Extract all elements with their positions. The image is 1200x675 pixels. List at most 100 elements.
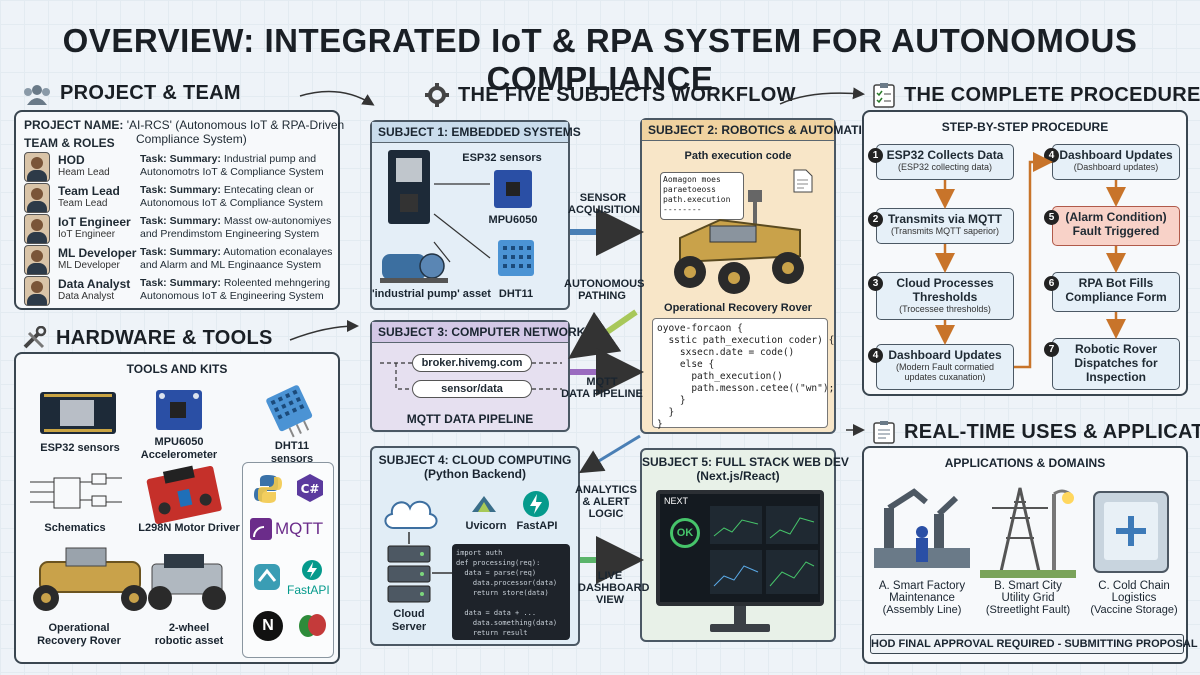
recovery-rover-icon xyxy=(674,190,804,294)
hardware-panel: TOOLS AND KITS ESP32 sensors MPU6050 Acc… xyxy=(14,352,340,664)
arrow-pathing-1: AUTONOMOUS xyxy=(564,278,645,290)
member-subrole: Team Lead xyxy=(58,198,108,209)
code-line: return store(data) xyxy=(456,589,549,597)
dht-label-1: DHT11 xyxy=(274,440,310,452)
member-role: ML Developer xyxy=(58,246,137,260)
industrial-pump-icon xyxy=(380,253,448,283)
server-label-1: Cloud xyxy=(393,608,425,620)
member-subrole: ML Developer xyxy=(58,260,120,271)
member-task: Task: Summary: Industrial pump and xyxy=(140,153,316,165)
l298n-driver-icon xyxy=(146,465,222,524)
member-task: Task: Summary: Entecating clean or xyxy=(140,184,314,196)
page-title: OVERVIEW: INTEGRATED IoT & RPA SYSTEM FO… xyxy=(62,22,1138,97)
member-role: Team Lead xyxy=(58,184,120,198)
member-role: Data Analyst xyxy=(58,277,131,291)
mqtt-logo-text: MQTT xyxy=(275,519,324,538)
rover-kit-icon xyxy=(33,547,147,611)
code-line: else { xyxy=(657,359,715,370)
subject-1-title: SUBJECT 1: EMBEDDED SYSTEMS xyxy=(372,122,581,143)
smart-factory-icon xyxy=(874,488,970,568)
mqtt-logo-icon xyxy=(250,518,272,540)
step-3-title-1: Cloud Processes xyxy=(896,276,994,290)
subject-2-box: SUBJECT 2: ROBOTICS & AUTOMATION Path ex… xyxy=(640,118,880,434)
theatre-masks-icon xyxy=(299,614,326,637)
member-task-label: Task: Summary: xyxy=(140,277,221,289)
rover-label-1: Operational xyxy=(48,622,110,634)
two-wheel-label-1: 2-wheel xyxy=(168,622,210,634)
workflow-header: THE FIVE SUBJECTS WORKFLOW xyxy=(424,82,796,108)
swift-logo-icon xyxy=(254,564,280,590)
step-4a-number: 4 xyxy=(868,348,883,363)
project-panel: PROJECT NAME: 'AI-RCS' (Autonomous IoT &… xyxy=(14,110,344,310)
bubble-line-4: -------- xyxy=(663,205,702,214)
step-2-desc: (Transmits MQTT saperior) xyxy=(890,226,999,236)
member-task-line-2: Autonomous IoT & Compliance System xyxy=(140,197,324,209)
app-title: B. Smart City xyxy=(994,580,1062,592)
cold-chain-icon xyxy=(1093,491,1169,573)
fastapi-label: FastAPI xyxy=(516,520,558,532)
s1-esp-label: ESP32 sensors xyxy=(462,152,542,164)
member-task-line-2: Autonomotrs IoT & Compliance System xyxy=(140,166,324,178)
hod-approval-footer: HOD FINAL APPROVAL REQUIRED - SUBMITTING… xyxy=(870,634,1198,654)
arrow-analytics-1: ANALYTICS xyxy=(575,484,637,496)
step-1-desc: (ESP32 collecting data) xyxy=(897,162,993,172)
arrow-mqtt-2: DATA PIPELINE xyxy=(561,388,643,400)
member-subrole: IoT Engineer xyxy=(58,229,116,240)
code-line: } xyxy=(657,407,675,418)
team-icon xyxy=(24,84,50,105)
smart-city-icon xyxy=(980,487,1076,578)
arrow-mqtt-1: MQTT xyxy=(586,376,618,388)
step-5-title-1: (Alarm Condition) xyxy=(1065,210,1167,224)
member-task-line-2: and Alarm and ML Enginaance System xyxy=(140,259,322,271)
path-code-block: oyove-forcaon { sstic path_execution cod… xyxy=(652,318,835,430)
member-task-label: Task: Summary: xyxy=(140,246,221,258)
app-subtitle: Utility Grid xyxy=(1001,592,1055,604)
uvicorn-label: Uvicorn xyxy=(465,520,507,532)
step-4a: Dashboard Updates(Modern Fault cormatied… xyxy=(876,344,1014,390)
member-task-line-1: Entecating clean or xyxy=(223,184,314,196)
status-ok-badge: OK xyxy=(670,518,700,548)
uvicorn-logo-icon xyxy=(472,496,496,512)
procedure-header-text: THE COMPLETE PROCEDURE xyxy=(904,83,1200,106)
procedure-subtitle: STEP-BY-STEP PROCEDURE xyxy=(941,120,1109,134)
avatar xyxy=(24,152,50,182)
esp32-module-icon xyxy=(388,150,430,224)
step-3-title-2: Thresholds xyxy=(912,290,978,304)
csharp-logo-icon: C# xyxy=(297,474,323,502)
code-line: import auth xyxy=(456,549,503,557)
s4-links xyxy=(408,532,452,574)
code-line: oyove-forcaon { xyxy=(657,323,743,334)
mqtt-topic-pill: sensor/data xyxy=(412,380,532,398)
procedure-arrows xyxy=(935,152,1126,369)
step-4a-title: Dashboard Updates xyxy=(888,348,1002,362)
mpu6050-board-icon xyxy=(156,390,202,430)
app-detail: (Streetlight Fault) xyxy=(985,604,1071,616)
arrow-dashboard-1: LIVE xyxy=(597,570,623,582)
s1-mpu-label: MPU6050 xyxy=(488,214,538,226)
subject-1-box: SUBJECT 1: EMBEDDED SYSTEMS ESP32 sensor… xyxy=(370,120,581,310)
s2-path-label: Path execution code xyxy=(684,150,792,162)
server-label-2: Server xyxy=(391,621,427,633)
code-line: data.something(data) xyxy=(456,619,558,627)
member-task-label: Task: Summary: xyxy=(140,153,221,165)
code-line: path.messon.cetee(("wn"); xyxy=(657,383,835,394)
app-title: A. Smart Factory xyxy=(878,580,966,592)
step-1: ESP32 Collects Data(ESP32 collecting dat… xyxy=(876,144,1014,180)
project-header-text: PROJECT & TEAM xyxy=(60,82,241,104)
avatar xyxy=(24,183,50,213)
dht11-chip-icon xyxy=(498,240,534,276)
subject-3-title: SUBJECT 3: COMPUTER NETWORKS xyxy=(372,322,593,343)
code-line: data = parse(req) xyxy=(456,569,537,577)
app-subtitle: Logistics xyxy=(1111,592,1157,604)
procedure-panel: STEP-BY-STEP PROCEDURE ESP32 Collects Da… xyxy=(862,110,1188,396)
esp32-board-icon xyxy=(40,392,116,434)
step-4b-desc: (Dashboard updates) xyxy=(1073,162,1159,172)
